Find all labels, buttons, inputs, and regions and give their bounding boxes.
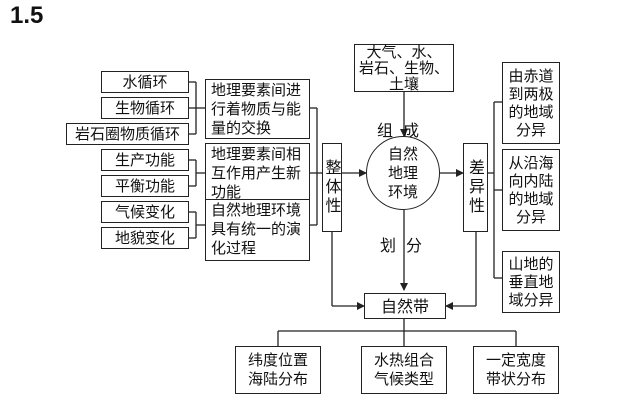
bottom-item-line: 带状分布 xyxy=(485,370,546,388)
right-item-vertical: 山地的 垂直地 域分异 xyxy=(502,251,560,313)
middle-box-evolution-line: 具有统一的演 xyxy=(211,220,302,238)
center-line: 自然 xyxy=(387,144,418,163)
bottom-item-location: 纬度位置 海陆分布 xyxy=(235,346,321,394)
section-number: 1.5 xyxy=(10,2,44,29)
middle-box-function-line: 功能 xyxy=(211,183,242,201)
right-item-line: 域分异 xyxy=(508,291,554,309)
bottom-item-climate: 水热组合 气候类型 xyxy=(361,346,447,394)
divide-label: 划分 xyxy=(380,236,433,255)
middle-box-evolution-line: 自然地理环境 xyxy=(211,201,302,219)
left-item-production: 生产功能 xyxy=(101,149,189,171)
middle-box-function: 地理要素间相 互作用产生新 功能 xyxy=(205,143,310,203)
left-item-water-cycle: 水循环 xyxy=(101,71,189,93)
natural-zone-box: 自然带 xyxy=(364,293,446,319)
bottom-item-line: 水热组合 xyxy=(373,351,434,369)
bottom-item-line: 海陆分布 xyxy=(247,370,308,388)
middle-box-evolution: 自然地理环境 具有统一的演 化过程 xyxy=(205,199,310,261)
right-item-line: 向内陆 xyxy=(508,172,554,190)
middle-box-exchange: 地理要素间进 行着物质与能 量的交换 xyxy=(205,79,310,139)
left-item-rock-cycle: 岩石圈物质循环 xyxy=(66,123,189,145)
middle-box-exchange-line: 行着物质与能 xyxy=(211,100,302,118)
left-item-landform-change: 地貌变化 xyxy=(101,227,189,249)
components-line: 大气、水、 xyxy=(366,43,442,61)
compose-label: 组成 xyxy=(377,121,430,140)
left-item-bio-cycle: 生物循环 xyxy=(101,97,189,119)
components-line: 土壤 xyxy=(388,75,419,93)
right-item-latitudinal: 由赤道 到两极 的地域 分异 xyxy=(502,62,560,144)
bottom-item-line: 气候类型 xyxy=(373,370,434,388)
middle-box-exchange-line: 量的交换 xyxy=(211,119,272,137)
right-item-line: 山地的 xyxy=(508,255,554,273)
right-item-line: 的地域 xyxy=(508,190,554,208)
bottom-item-belt: 一定宽度 带状分布 xyxy=(473,346,559,394)
components-line: 岩石、生物、 xyxy=(358,59,449,77)
difference-box: 差异性 xyxy=(463,143,488,232)
center-line: 地理 xyxy=(387,163,418,182)
right-item-line: 垂直地 xyxy=(508,273,554,291)
right-item-line: 由赤道 xyxy=(508,67,554,85)
right-item-line: 到两极 xyxy=(508,85,554,103)
right-item-line: 分异 xyxy=(515,208,546,226)
components-box: 大气、水、 岩石、生物、 土壤 xyxy=(354,44,454,92)
right-item-longitudinal: 从沿海 向内陆 的地域 分异 xyxy=(502,149,560,231)
right-item-line: 分异 xyxy=(515,121,546,139)
right-item-line: 的地域 xyxy=(508,103,554,121)
middle-box-function-line: 互作用产生新 xyxy=(211,164,302,182)
wholeness-box: 整体性 xyxy=(322,143,342,232)
middle-box-exchange-line: 地理要素间进 xyxy=(211,81,302,99)
left-item-balance: 平衡功能 xyxy=(101,175,189,197)
right-item-line: 从沿海 xyxy=(508,154,554,172)
natural-geographic-environment-circle: 自然 地理 环境 xyxy=(366,136,440,210)
left-item-climate-change: 气候变化 xyxy=(101,201,189,223)
middle-box-function-line: 地理要素间相 xyxy=(211,145,302,163)
center-line: 环境 xyxy=(387,182,418,201)
bottom-item-line: 一定宽度 xyxy=(485,351,546,369)
bottom-item-line: 纬度位置 xyxy=(247,351,308,369)
middle-box-evolution-line: 化过程 xyxy=(211,239,257,257)
